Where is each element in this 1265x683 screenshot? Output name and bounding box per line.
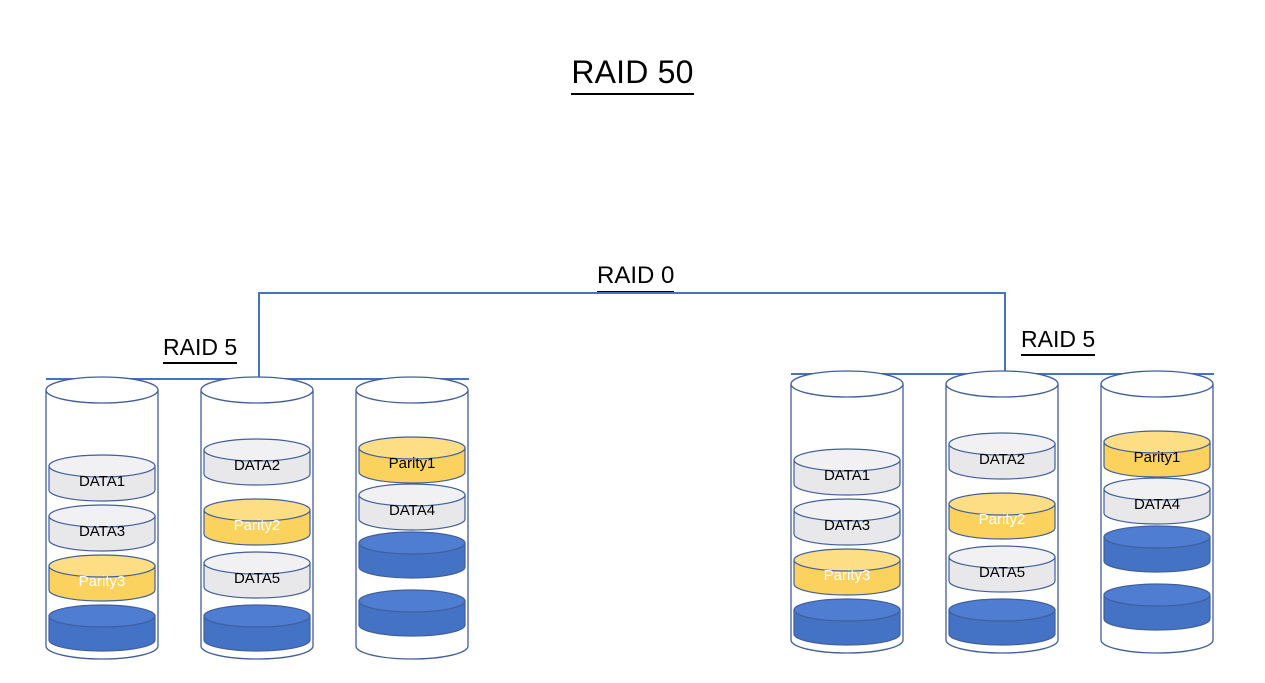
disk-segment-data2[interactable]: DATA2 <box>200 438 314 486</box>
raid5-right-label-text: RAID 5 <box>1021 326 1096 356</box>
disk-segment-data1[interactable]: DATA1 <box>790 448 904 496</box>
raid0-left-drop-line <box>258 292 260 378</box>
raid0-right-drop-line <box>1004 292 1006 373</box>
disk-segment-data3[interactable]: DATA3 <box>790 498 904 546</box>
disk-segment-parity1[interactable]: Parity1 <box>355 436 469 484</box>
disk-segment-parity2[interactable]: Parity2 <box>200 498 314 546</box>
disk-segment-data4[interactable]: DATA4 <box>355 483 469 531</box>
raid5-right-label: RAID 5 <box>1021 326 1096 356</box>
page-title: RAID 50 <box>0 54 1265 95</box>
disk-segment-data4[interactable]: DATA4 <box>1100 477 1214 525</box>
disk-segment-free-3[interactable] <box>1100 525 1214 573</box>
raid5-left-label-text: RAID 5 <box>163 334 238 364</box>
disk-segment-free-4[interactable] <box>45 604 159 652</box>
disk-segment-data1[interactable]: DATA1 <box>45 454 159 502</box>
disk-segment-data5[interactable]: DATA5 <box>200 551 314 599</box>
raid0-label: RAID 0 <box>597 262 675 293</box>
disk-segment-free-4[interactable] <box>200 604 314 652</box>
raid0-label-text: RAID 0 <box>597 262 675 293</box>
disk-segment-free-4[interactable] <box>790 598 904 646</box>
disk-segment-parity3[interactable]: Parity3 <box>45 554 159 602</box>
disk-segment-free-4[interactable] <box>1100 583 1214 631</box>
disk-segment-data2[interactable]: DATA2 <box>945 432 1059 480</box>
disk-segment-free-4[interactable] <box>945 598 1059 646</box>
disk-segment-data5[interactable]: DATA5 <box>945 545 1059 593</box>
raid0-trunk-line <box>258 292 1005 294</box>
disk-segment-parity3[interactable]: Parity3 <box>790 548 904 596</box>
disk-segment-parity2[interactable]: Parity2 <box>945 492 1059 540</box>
disk-segment-data3[interactable]: DATA3 <box>45 504 159 552</box>
disk-segment-free-4[interactable] <box>355 589 469 637</box>
disk-segment-parity1[interactable]: Parity1 <box>1100 430 1214 478</box>
raid5-left-label: RAID 5 <box>163 334 238 364</box>
page-title-text: RAID 50 <box>571 54 694 95</box>
disk-segment-free-3[interactable] <box>355 531 469 579</box>
